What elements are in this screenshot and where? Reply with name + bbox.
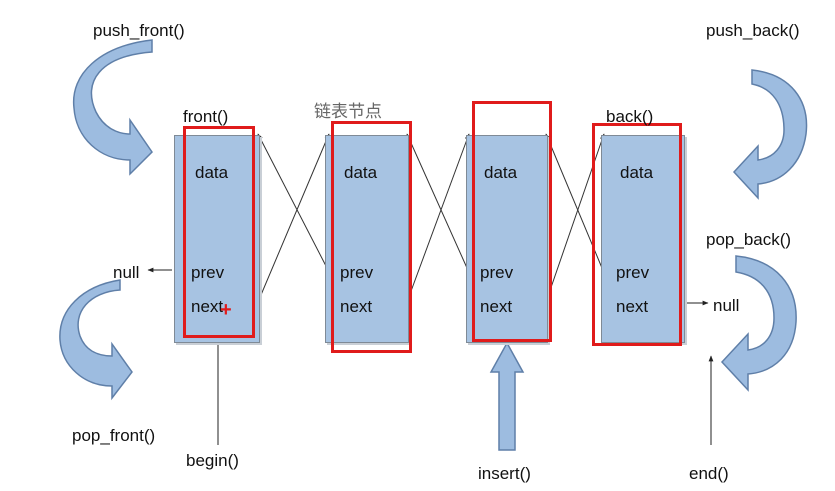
node-2-next: next [480, 297, 513, 316]
link-next-0 [257, 133, 330, 303]
end-label: end() [689, 464, 729, 483]
curved-arrow-icon [59, 39, 808, 401]
push-back-label: push_back() [706, 21, 800, 40]
insert-label: insert() [478, 464, 531, 483]
up-arrow-icon [489, 341, 525, 451]
node-0-next: next [191, 297, 224, 316]
highlight-frame-2 [472, 101, 552, 342]
list-node-0 [174, 135, 260, 343]
front-label: front() [183, 107, 229, 126]
pop-back-label: pop_back() [706, 230, 792, 249]
node-0-data: data [195, 163, 229, 182]
pop-front-label: pop_front() [72, 426, 156, 445]
push-front-label: push_front() [93, 21, 185, 40]
node-3-next: next [616, 297, 649, 316]
null-right-label: null [713, 296, 740, 315]
node-0-prev: prev [191, 263, 225, 282]
push-back-curved-arrow-icon [732, 69, 808, 200]
cursor-plus-mark: + [220, 299, 232, 321]
node-1-next: next [340, 297, 373, 316]
link-prev-1 [257, 133, 328, 269]
pop-back-curved-arrow-icon [720, 255, 797, 392]
pop-front-curved-arrow-icon [59, 279, 133, 401]
highlight-frame-0 [183, 126, 255, 338]
begin-label: begin() [186, 451, 239, 470]
list-node-1 [325, 135, 409, 343]
node-2-prev: prev [480, 263, 514, 282]
list-node-2 [466, 135, 548, 343]
push-front-curved-arrow-icon [72, 39, 153, 176]
node-3-data: data [620, 163, 654, 182]
node-title-label: 链表节点 [314, 102, 382, 121]
link-next-1 [406, 133, 470, 303]
null-left-label: null [113, 263, 140, 282]
back-label: back() [606, 107, 654, 126]
node-3-prev: prev [616, 263, 650, 282]
list-node-3 [601, 135, 685, 343]
node-2-data: data [484, 163, 518, 182]
link-prev-2 [406, 133, 468, 269]
highlight-frame-3 [592, 123, 682, 346]
highlight-frame-1 [331, 121, 412, 353]
node-1-data: data [344, 163, 378, 182]
node-links [257, 133, 605, 303]
node-1-prev: prev [340, 263, 374, 282]
